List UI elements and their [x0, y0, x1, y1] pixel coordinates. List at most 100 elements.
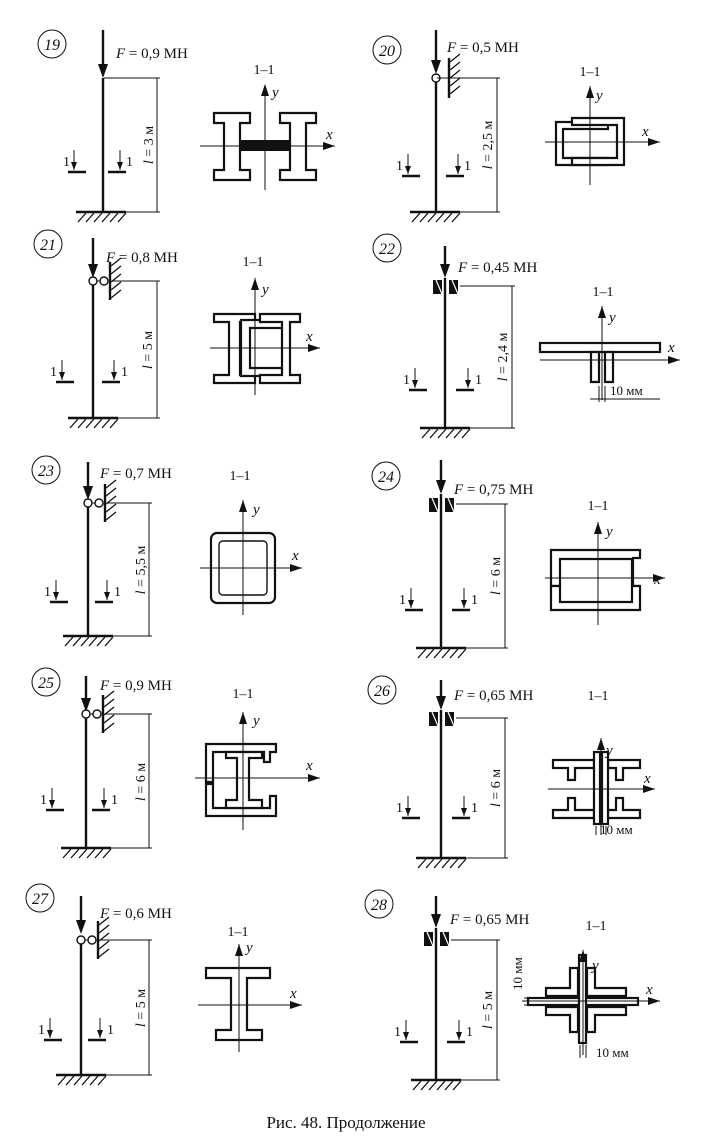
guide-support — [429, 711, 455, 727]
length-dimension — [442, 717, 508, 859]
length-value: = 6 м — [489, 557, 504, 591]
length-value: = 5 м — [141, 331, 156, 365]
section-label: 1–1 — [243, 255, 264, 270]
problem-number: 20 — [379, 43, 395, 60]
length-label: l = 5 м — [481, 991, 496, 1029]
problem-number: 22 — [379, 241, 395, 258]
length-dimension — [437, 939, 500, 1081]
axis-x-label: x — [305, 329, 313, 345]
length-dimension — [87, 713, 152, 849]
problem-26: 26 F = 0,65 МН 1–1 l = 6 м 1 — [367, 675, 655, 869]
length-symbol: l — [142, 160, 157, 164]
cross-section: y x — [198, 940, 302, 1052]
fixed-base — [410, 210, 461, 223]
fixed-base — [76, 210, 127, 223]
section-label: 1–1 — [588, 499, 609, 514]
problem-28: 28 F = 0,65 МН 1–1 l = 5 м 1 — [364, 889, 660, 1091]
force-label: F = 0,65 МН — [449, 912, 529, 928]
cut-mark-right: 1 — [95, 580, 121, 604]
force-arrowhead — [98, 64, 108, 78]
cut-mark-right: 1 — [446, 154, 471, 178]
problem-number: 27 — [32, 891, 49, 908]
cut-mark-left: 1 — [396, 154, 420, 178]
fixed-base — [416, 646, 467, 659]
fixed-base — [61, 846, 112, 859]
cut-mark-right: 1 — [456, 368, 482, 392]
axis-y-label: y — [604, 743, 613, 759]
force-arrowhead — [436, 696, 446, 710]
cross-section: y x — [548, 738, 655, 835]
section-label: 1–1 — [233, 687, 254, 702]
problem-20: 20 F = 0,5 МН l = 2,5 м 1 1 — [372, 30, 660, 223]
force-arrowhead — [83, 486, 93, 500]
axis-x-label: x — [645, 982, 653, 998]
section-label: 1–1 — [228, 925, 249, 940]
force-symbol: F — [453, 482, 464, 498]
cut-mark-number: 1 — [464, 159, 471, 174]
cut-mark-number: 1 — [466, 1025, 473, 1040]
force-symbol: F — [99, 466, 110, 482]
force-value: = 0,6 МН — [109, 906, 172, 922]
fixed-base — [68, 416, 119, 429]
problem-number-circle — [31, 667, 61, 697]
force-value: = 0,5 МН — [456, 40, 519, 56]
pin-support — [88, 257, 122, 300]
length-label: l = 2,4 м — [496, 333, 511, 382]
force-value: = 0,65 МН — [463, 688, 533, 704]
force-value: = 0,65 МН — [459, 912, 529, 928]
problem-number-circle — [371, 461, 401, 491]
length-label: l = 5,5 м — [134, 546, 149, 595]
cut-mark-left: 1 — [399, 588, 423, 612]
length-symbol: l — [496, 377, 511, 381]
cut-mark-right: 1 — [102, 360, 128, 384]
force-arrowhead — [440, 264, 450, 278]
force-label: F = 0,45 МН — [457, 260, 537, 276]
cut-mark-right: 1 — [92, 788, 118, 812]
force-label: F = 0,75 МН — [453, 482, 533, 498]
cut-mark-number: 1 — [399, 593, 406, 608]
length-value: = 2,4 м — [496, 333, 511, 378]
fixed-base — [416, 856, 467, 869]
fixed-base — [63, 634, 114, 647]
force-value: = 0,9 МН — [125, 46, 188, 62]
cut-mark-right: 1 — [108, 150, 133, 174]
gap-label-vertical: 10 мм — [510, 957, 525, 990]
cut-mark-left: 1 — [44, 580, 68, 604]
cut-mark-right: 1 — [452, 796, 478, 820]
cross-section: y x — [545, 522, 665, 625]
section-label: 1–1 — [230, 469, 251, 484]
problem-number-circle — [372, 35, 402, 65]
cut-mark-number: 1 — [114, 585, 121, 600]
length-label: l = 2,5 м — [481, 121, 496, 170]
cut-mark-right: 1 — [447, 1020, 473, 1044]
length-symbol: l — [481, 1025, 496, 1029]
force-value: = 0,7 МН — [109, 466, 172, 482]
axis-x-label: x — [325, 127, 333, 143]
guide-support — [424, 931, 450, 947]
cut-mark-number: 1 — [403, 373, 410, 388]
force-label: F = 0,5 МН — [446, 40, 519, 56]
force-label: F = 0,9 МН — [115, 46, 188, 62]
length-dimension — [446, 285, 515, 429]
cut-mark-right: 1 — [88, 1018, 114, 1042]
force-value: = 0,45 МН — [467, 260, 537, 276]
length-symbol: l — [489, 803, 504, 807]
pin-support — [76, 916, 110, 959]
length-label: l = 6 м — [489, 769, 504, 807]
force-arrowhead — [431, 914, 441, 928]
force-symbol: F — [449, 912, 460, 928]
axis-y-label: y — [251, 502, 260, 518]
problem-19: 19 F = 0,9 МН l = 3 м 1 1 1–1 — [37, 29, 335, 223]
problem-24: 24 F = 0,75 МН l = 6 м 1 1 — [371, 460, 665, 659]
length-symbol: l — [489, 591, 504, 595]
cut-mark-number: 1 — [471, 593, 478, 608]
axis-x-label: x — [653, 572, 661, 588]
cut-mark-left: 1 — [396, 796, 420, 820]
length-dimension — [437, 77, 500, 213]
force-symbol: F — [446, 40, 457, 56]
cut-mark-number: 1 — [38, 1023, 45, 1038]
problem-27: 27 F = 0,6 МН l = 5 м 1 — [25, 883, 302, 1086]
gap-label: 10 мм — [610, 383, 643, 398]
axis-y-label: y — [604, 524, 613, 540]
section-label: 1–1 — [593, 285, 614, 300]
